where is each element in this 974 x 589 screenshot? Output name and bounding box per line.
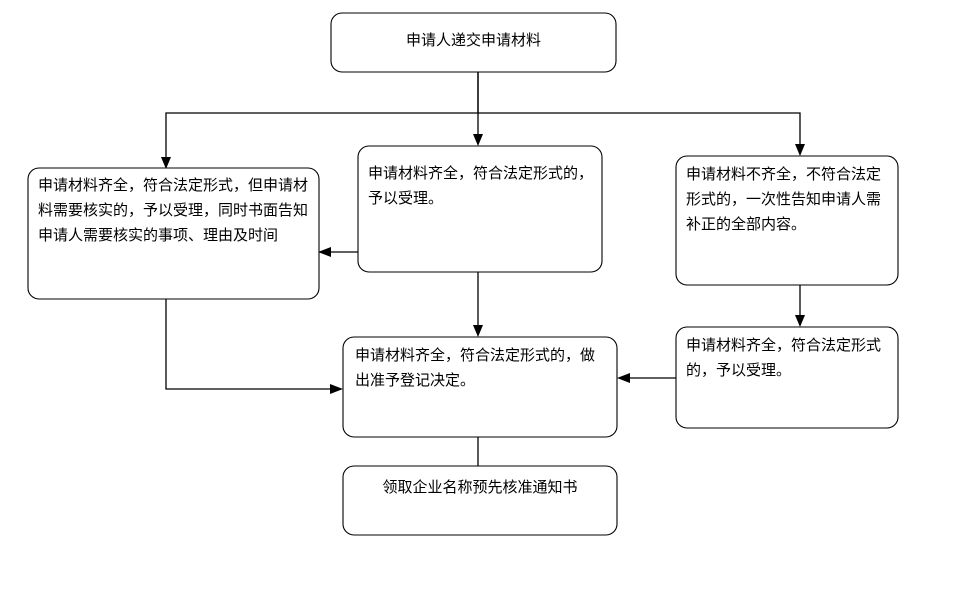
edge-accept-complete-to-accept-verify (318, 247, 358, 257)
edge-accept-verify-to-approve (165, 299, 343, 394)
edge-incomplete-to-accept-after-fix (795, 285, 805, 327)
node-approve-registration[interactable] (342, 336, 618, 438)
edge-accept-complete-to-approve (473, 272, 483, 337)
edge-submit-to-accept-complete (473, 72, 483, 146)
node-accept-after-fix[interactable] (675, 326, 899, 429)
edge-accept-after-fix-to-approve (617, 373, 676, 383)
node-accept-verify[interactable] (27, 167, 320, 300)
node-accept-complete[interactable] (357, 145, 603, 273)
node-submit[interactable] (330, 12, 617, 73)
edge-submit-to-incomplete-notify (478, 112, 805, 156)
node-incomplete-notify[interactable] (675, 155, 899, 286)
node-receive-notice[interactable] (342, 465, 618, 536)
